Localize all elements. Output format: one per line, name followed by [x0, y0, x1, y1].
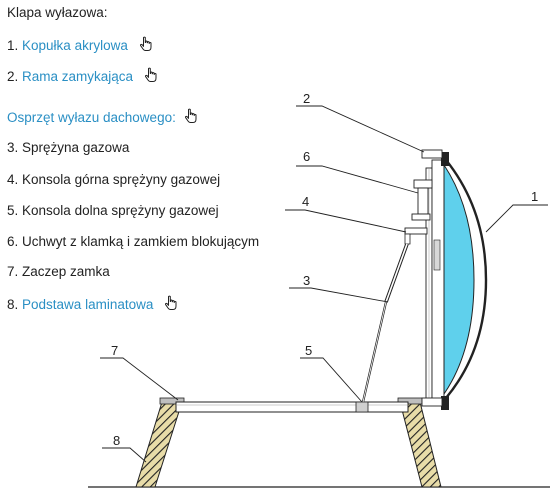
dome-outer-shell — [445, 159, 488, 399]
item-number: 3. — [7, 140, 19, 155]
callout-3-leader — [289, 287, 389, 303]
item-label: Konsola dolna sprężyny gazowej — [22, 203, 219, 218]
accessories-heading-row: Osprzęt wyłazu dachowego: — [7, 108, 199, 126]
list-item-7: 7. Zaczep zamka — [7, 264, 110, 280]
handle — [413, 179, 433, 189]
heading: Klapa wyłazowa: — [7, 5, 108, 20]
item-label: Zaczep zamka — [22, 264, 110, 279]
laminate-base-right — [399, 401, 442, 488]
callout-1: 1 — [531, 189, 538, 204]
lock-body — [417, 187, 429, 215]
pointing-hand-icon[interactable] — [183, 108, 199, 124]
item-number: 2. — [7, 69, 19, 84]
callout-4: 4 — [302, 194, 309, 209]
callout-6-leader — [296, 165, 419, 194]
list-item-1: 1. Kopułka akrylowa — [7, 36, 154, 54]
top-clip — [441, 152, 449, 166]
item-number: 1. — [7, 38, 19, 53]
link-osprzet-wylazu[interactable]: Osprzęt wyłazu dachowego: — [7, 110, 176, 125]
pointing-hand-icon[interactable] — [138, 36, 154, 52]
upper-gas-spring-bracket — [404, 227, 428, 235]
link-podstawa-laminatowa[interactable]: Podstawa laminatowa — [22, 297, 154, 312]
list-item-4: 4. Konsola górna sprężyny gazowej — [7, 172, 220, 188]
callout-8: 8 — [113, 433, 120, 448]
pointing-hand-icon[interactable] — [143, 67, 159, 83]
lower-gas-spring-bracket — [355, 401, 369, 413]
list-item-2: 2. Rama zamykająca — [7, 67, 159, 85]
pointing-hand-icon[interactable] — [163, 295, 179, 311]
item-label: Uchwyt z klamką i zamkiem blokującym — [22, 234, 260, 249]
item-number: 5. — [7, 203, 19, 218]
closing-frame — [431, 159, 445, 401]
link-rama-zamykajaca[interactable]: Rama zamykająca — [22, 69, 134, 84]
item-number: 4. — [7, 172, 19, 187]
callout-5-leader — [300, 357, 363, 403]
callout-4-leader — [285, 209, 407, 233]
item-label: Konsola górna sprężyny gazowej — [22, 172, 221, 187]
list-item-5: 5. Konsola dolna sprężyny gazowej — [7, 203, 219, 219]
list-item-6: 6. Uchwyt z klamką i zamkiem blokującym — [7, 234, 259, 250]
link-kopulka-akrylowa[interactable]: Kopułka akrylowa — [22, 38, 128, 53]
laminate-base-left — [135, 401, 183, 488]
list-item-8: 8. Podstawa laminatowa — [7, 295, 179, 313]
item-number: 6. — [7, 234, 19, 249]
item-number: 7. — [7, 264, 19, 279]
base-cap-left — [159, 397, 185, 405]
callout-3: 3 — [303, 273, 310, 288]
callout-7-leader — [100, 357, 179, 401]
list-item-3: 3. Sprężyna gazowa — [7, 140, 129, 156]
callout-7: 7 — [111, 343, 118, 358]
callout-1-leader — [485, 204, 548, 233]
callout-8-leader — [102, 447, 147, 463]
bottom-clip — [441, 396, 449, 410]
lower-frame — [175, 401, 409, 413]
item-label: Sprężyna gazowa — [22, 140, 130, 155]
callout-2-leader — [296, 105, 425, 153]
callout-6: 6 — [303, 149, 310, 164]
callout-5: 5 — [305, 343, 312, 358]
callout-2: 2 — [303, 91, 310, 106]
acrylic-dome — [443, 163, 475, 396]
item-number: 8. — [7, 297, 19, 312]
